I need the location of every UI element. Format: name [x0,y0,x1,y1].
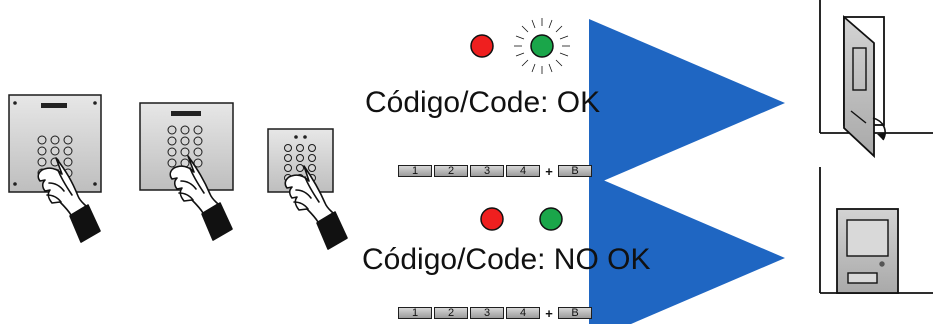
hand-pressing-2 [169,155,233,241]
status-lights-nok [480,207,563,231]
bell-key-ok: B [558,165,592,177]
code-ok-message: Código/Code: OK [365,86,601,119]
bell-key-nok: B [558,307,592,319]
key-1-ok: 1 [398,165,432,177]
key-1-nok: 1 [398,307,432,319]
key-sequence-nok: 1 2 3 4 + B [398,305,592,321]
hand-pressing-1 [37,157,101,243]
code-nok-message: Código/Code: NO OK [362,243,651,276]
glow-rays [514,18,570,74]
key-4-nok: 4 [506,307,540,319]
open-door [819,0,933,159]
status-lights-ok [470,18,570,74]
key-2-nok: 2 [434,307,468,319]
plus-sign-ok: + [545,163,553,179]
key-3-ok: 3 [470,165,504,177]
key-2-ok: 2 [434,165,468,177]
hand-pressing-3 [284,165,348,250]
key-4-ok: 4 [506,165,540,177]
closed-door [819,167,933,294]
key-3-nok: 3 [470,307,504,319]
plus-sign-nok: + [545,305,553,321]
key-sequence-ok: 1 2 3 4 + B [398,163,592,179]
